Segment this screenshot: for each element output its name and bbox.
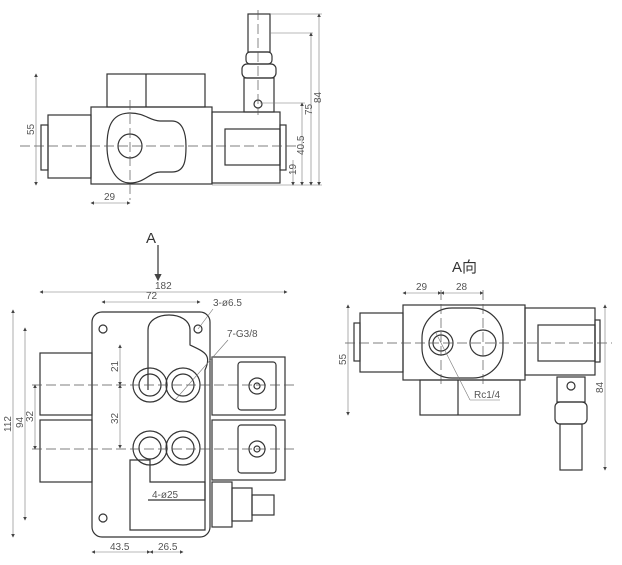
dim-32-mid: 32 xyxy=(110,412,121,424)
top-view: 55 29 19 40.5 75 84 xyxy=(20,10,324,205)
dim-112: 112 xyxy=(3,416,14,432)
dim-182: 182 xyxy=(155,281,172,292)
dim-55-side: 55 xyxy=(338,353,349,365)
port-circles xyxy=(132,367,201,466)
thread-callout: Rc1/4 xyxy=(474,390,501,401)
dim-84-side: 84 xyxy=(595,381,606,393)
dim-55: 55 xyxy=(26,123,37,135)
dim-28: 28 xyxy=(456,282,468,293)
dim-29-side: 29 xyxy=(416,282,428,293)
dim-43-5: 43.5 xyxy=(110,542,130,553)
dim-94: 94 xyxy=(15,416,26,428)
dim-75: 75 xyxy=(304,103,315,115)
dim-19: 19 xyxy=(288,163,299,175)
dim-32-left: 32 xyxy=(25,410,36,422)
dim-84: 84 xyxy=(313,91,324,103)
dim-40-5: 40.5 xyxy=(296,135,307,155)
holes-callout: 3-ø6.5 xyxy=(213,298,242,309)
dim-21: 21 xyxy=(110,360,121,372)
view-arrow-label: A xyxy=(146,230,156,247)
side-view-title: A向 xyxy=(452,259,477,276)
dim-29: 29 xyxy=(104,192,116,203)
front-view: A 182 72 3-ø6.5 7-G3/8 112 94 32 xyxy=(3,230,295,554)
bosses-callout: 4-ø25 xyxy=(152,490,179,501)
ports-callout: 7-G3/8 xyxy=(227,329,258,340)
side-view-a: A向 29 28 55 84 Rc1/4 xyxy=(338,259,612,471)
dim-72: 72 xyxy=(146,291,158,302)
dim-26-5: 26.5 xyxy=(158,542,178,553)
